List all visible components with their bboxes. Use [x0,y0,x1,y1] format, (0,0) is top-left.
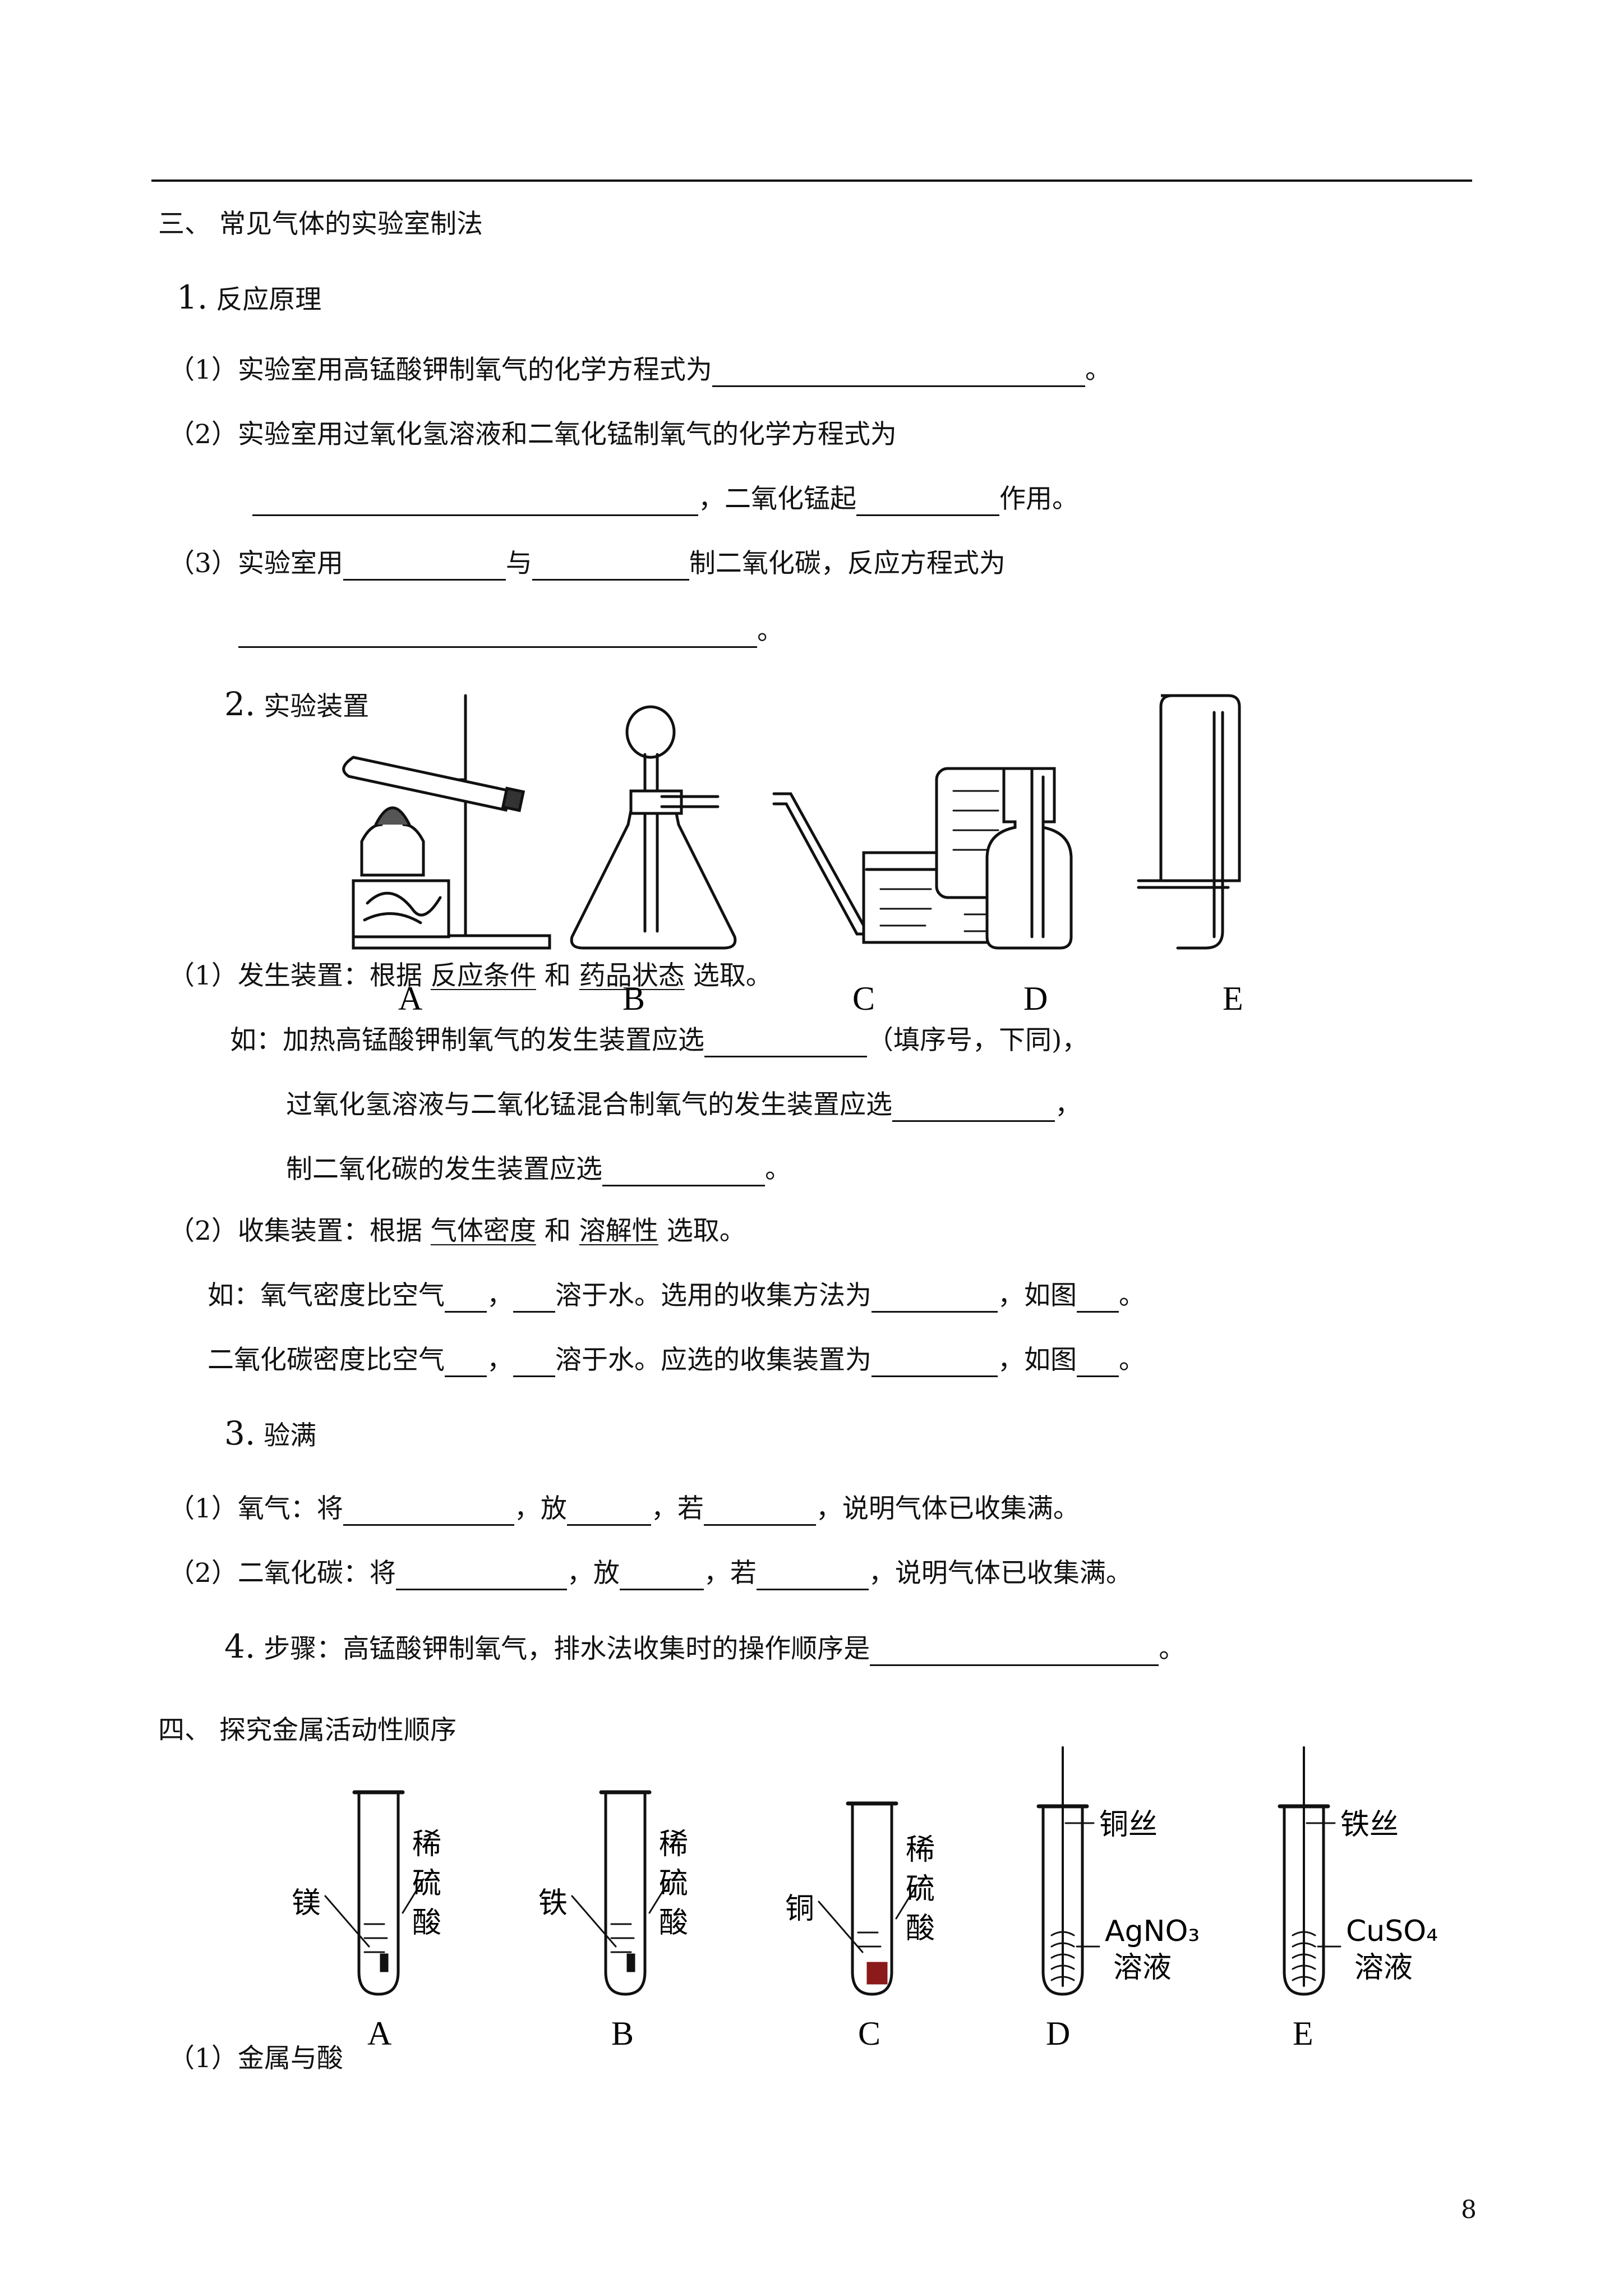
tube-c-liquid-3: 酸 [906,1912,935,1945]
generator-example-3: 制二氧化碳的发生装置应选。 [286,1153,791,1186]
header-rule [151,180,1472,182]
tube-b-liquid-2: 硫 [659,1867,688,1901]
collector-example-2: 二氧化碳密度比空气，溶于水。应选的收集装置为，如图。 [208,1343,1145,1377]
collector-example-1: 如：氧气密度比空气，溶于水。选用的收集方法为，如图。 [208,1279,1145,1313]
tube-a-liquid-1: 稀 [412,1828,441,1861]
question-2-line1: （2）实验室用过氧化氢溶液和二氧化锰制氧气的化学方程式为 [168,419,897,450]
tube-label-d: D [1046,2015,1070,2052]
apparatus-label-b: B [623,980,645,1017]
tube-e-solution: CuSO₄ [1346,1915,1438,1948]
question-1: （1）实验室用高锰酸钾制氧气的化学方程式为。 [168,353,1112,387]
tube-a-metal: 镁 [292,1887,321,1920]
tube-e-solution-2: 溶液 [1354,1951,1413,1985]
tube-label-c: C [858,2015,880,2052]
tube-b-liquid-1: 稀 [659,1828,688,1861]
tube-a-liquid-2: 硫 [412,1867,441,1901]
tube-c-liquid-1: 稀 [906,1833,935,1867]
tube-b-metal: 铁 [538,1887,568,1920]
subsection-4-steps: 4. 步骤：高锰酸钾制氧气，排水法收集时的操作顺序是。 [224,1627,1186,1666]
generator-rule: （1）发生装置：根据 反应条件 和 药品状态 选取。 [168,960,772,991]
tube-a-liquid-3: 酸 [412,1906,441,1940]
tube-d-metal: 铜丝 [1099,1808,1158,1842]
tube-c-metal: 铜 [785,1892,814,1926]
tube-d-solution: AgNO₃ [1105,1915,1200,1948]
apparatus-label-a: A [398,980,422,1017]
section-4-title: 四、 探究金属活动性顺序 [158,1715,457,1746]
tube-b-liquid-3: 酸 [659,1906,688,1940]
page-number: 8 [1461,2196,1477,2224]
subsection-1-heading: 1. 反应原理 [177,278,322,316]
generator-example-1: 如：加热高锰酸钾制氧气的发生装置应选（填序号，下同)， [230,1024,1088,1057]
question-2-line2: ，二氧化锰起作用。 [252,482,1078,516]
verify-co2: （2）二氧化碳：将，放，若，说明气体已收集满。 [168,1557,1132,1590]
verify-oxygen: （1）氧气：将，放，若，说明气体已收集满。 [168,1492,1080,1526]
tube-e-metal: 铁丝 [1340,1808,1399,1842]
tube-c-liquid-2: 硫 [906,1872,935,1906]
collector-rule: （2）收集装置：根据 气体密度 和 溶解性 选取。 [168,1216,746,1246]
question-3-line2: 。 [238,614,783,648]
tube-label-e: E [1293,2015,1313,2052]
metal-activity-figure: 镁 稀 硫 酸 A 铁 稀 硫 酸 B 铜 稀 硫 酸 C 铜丝 AgNO₃ 溶… [292,1746,1438,2052]
generator-example-2: 过氧化氢溶液与二氧化锰混合制氧气的发生装置应选， [286,1088,1081,1122]
sub-metal-acid: （1）金属与酸 [168,2043,343,2074]
apparatus-label-e: E [1223,980,1243,1017]
section-3-title: 三、 常见气体的实验室制法 [158,209,483,240]
subsection-2-heading: 2. 实验装置 [224,685,370,723]
tube-d-solution-2: 溶液 [1113,1951,1172,1985]
apparatus-figure: A B C D E [342,694,1243,1017]
apparatus-label-d: D [1023,980,1048,1017]
question-3-line1: （3）实验室用与制二氧化碳，反应方程式为 [168,547,1006,581]
subsection-3-heading: 3. 验满 [224,1414,317,1452]
apparatus-label-c: C [852,980,875,1017]
tube-label-a: A [367,2015,391,2052]
tube-label-b: B [611,2015,634,2052]
